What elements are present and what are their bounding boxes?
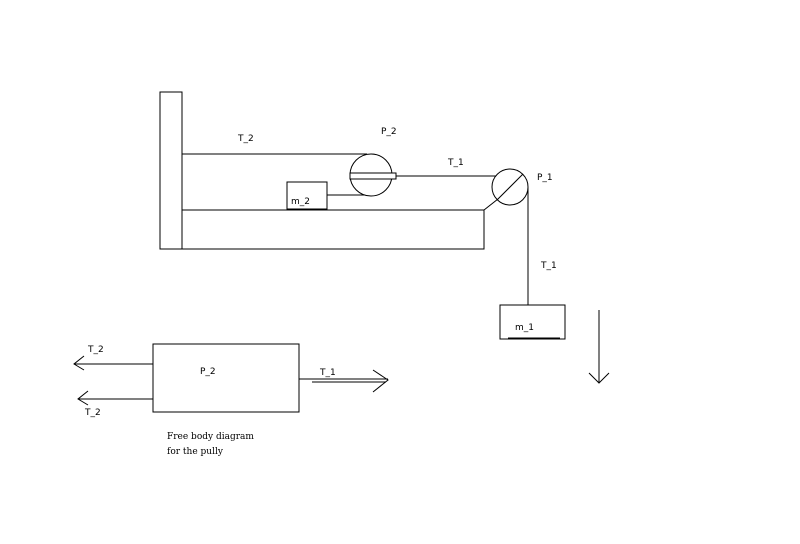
pulley-p1 xyxy=(483,168,529,211)
down-arrow-icon xyxy=(588,310,610,384)
fbd-arrow-t2-upper xyxy=(73,355,153,371)
wall xyxy=(159,91,183,250)
label-fbd-t2-upper: T_2 xyxy=(87,345,104,355)
label-fbd-t1: T_1 xyxy=(319,368,336,378)
label-fbd-p2: P_2 xyxy=(200,367,216,377)
pulley-p2 xyxy=(349,153,397,197)
label-t2-top: T_2 xyxy=(237,134,254,144)
fbd-box xyxy=(152,343,300,413)
fbd-arrow-t1 xyxy=(299,369,389,393)
caption-line1: Free body diagram xyxy=(167,432,254,442)
label-fbd-t2-lower: T_2 xyxy=(84,408,101,418)
block-m1 xyxy=(499,304,566,340)
label-t1-top: T_1 xyxy=(447,158,464,168)
label-p1: P_1 xyxy=(537,173,553,183)
label-m1: m_1 xyxy=(515,323,534,333)
fbd-arrow-t2-lower xyxy=(77,390,153,406)
label-m2: m_2 xyxy=(291,197,310,207)
label-t1-right: T_1 xyxy=(540,261,557,271)
caption-line2: for the pully xyxy=(167,447,224,457)
label-p2-top: P_2 xyxy=(381,127,397,137)
table xyxy=(181,209,485,250)
